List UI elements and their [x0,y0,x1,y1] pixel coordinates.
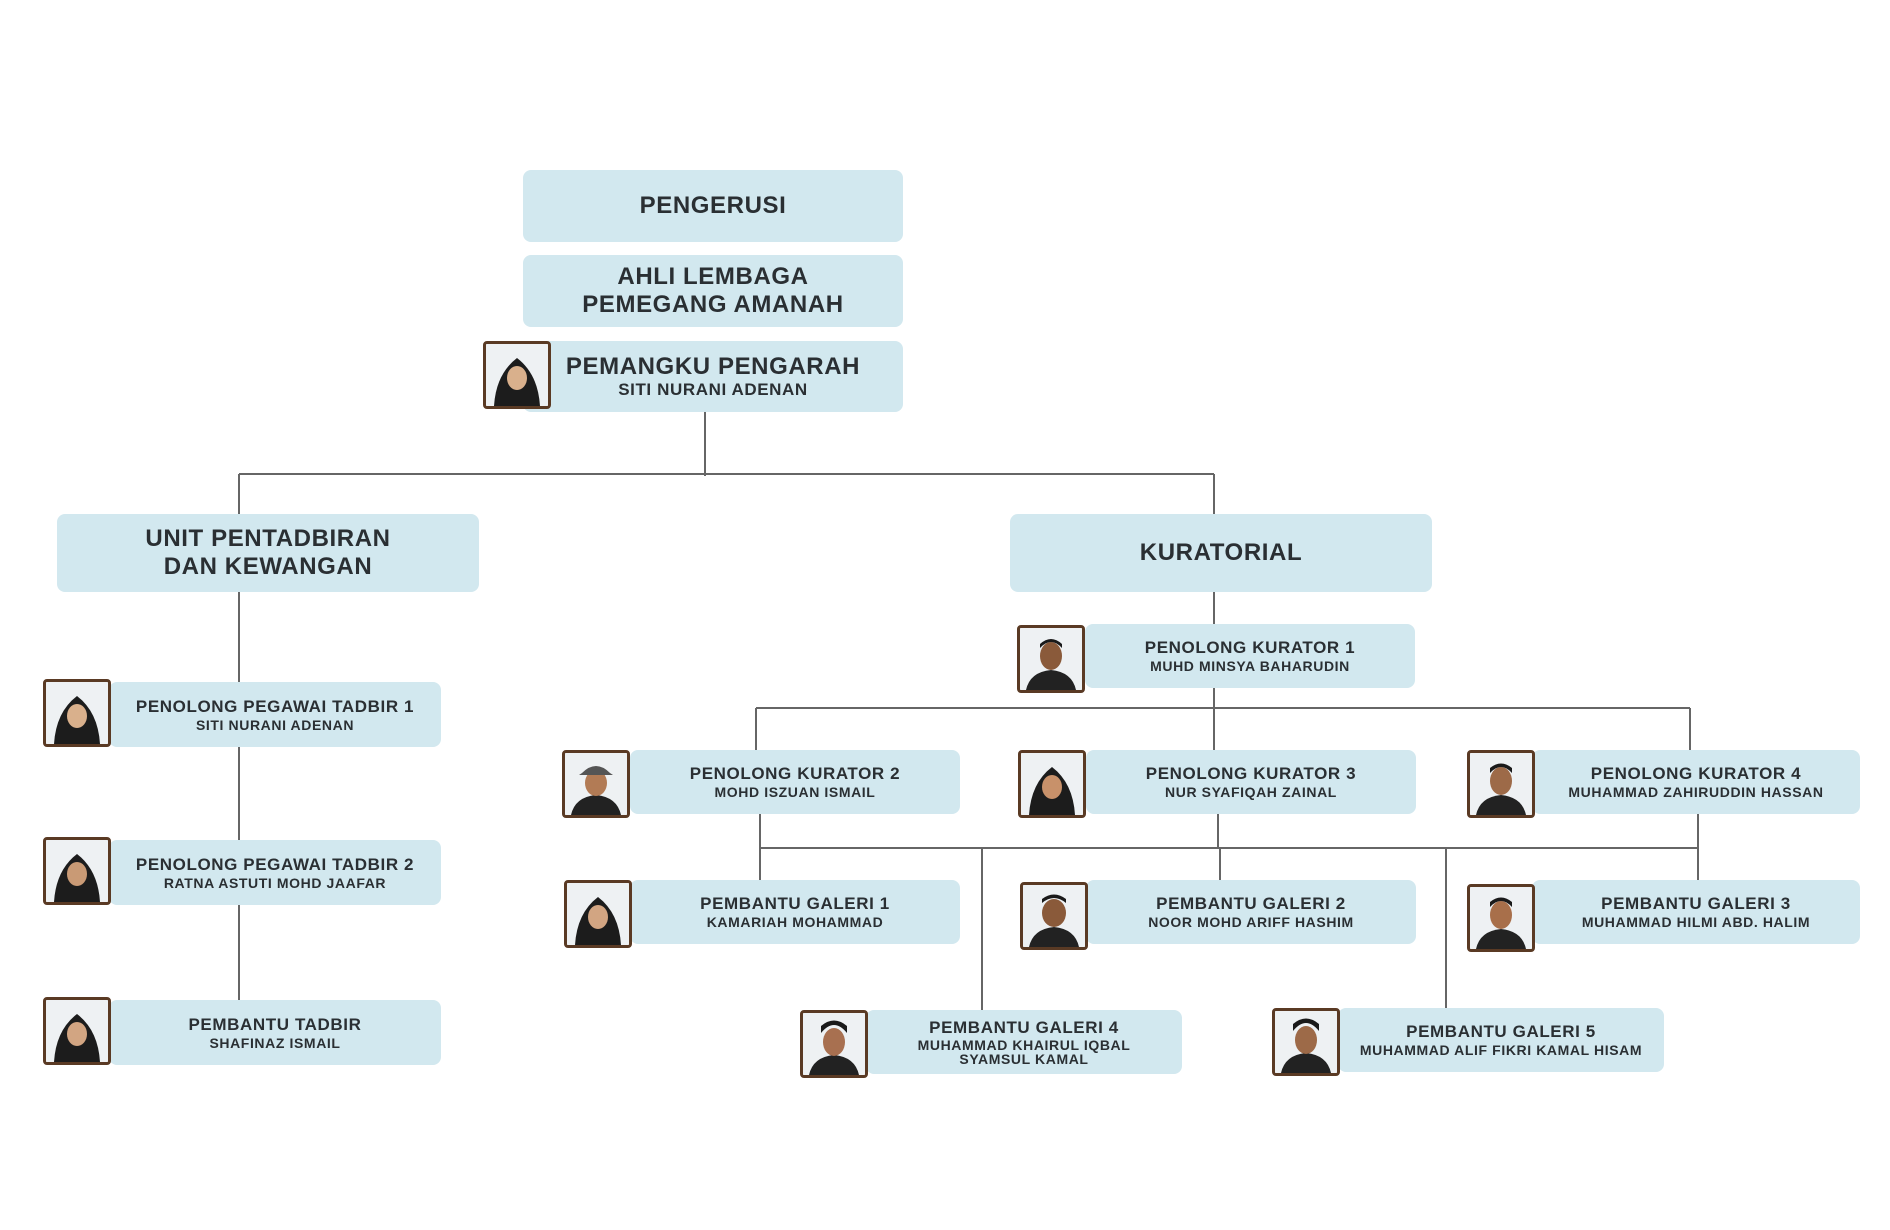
curator-1: PENOLONG KURATOR 1 MUHD MINSYA BAHARUDIN [1085,624,1415,688]
kuratorial-label: KURATORIAL [1139,539,1303,566]
pengerusi-box: PENGERUSI [523,170,903,242]
staff-name: SITI NURANI ADENAN [195,716,355,733]
staff-title: PEMBANTU GALERI 4 [929,1018,1119,1037]
staff-name: MOHD ISZUAN ISMAIL [714,784,876,800]
photo-curator-2 [562,750,630,818]
ahli-lembaga-label: AHLI LEMBAGA PEMEGANG AMANAH [582,263,844,318]
staff-name: MUHD MINSYA BAHARUDIN [1150,658,1350,674]
photo-gallery-1 [564,880,632,948]
admin-staff-2: PENOLONG PEGAWAI TADBIR 2 RATNA ASTUTI M… [109,840,441,905]
gallery-1: PEMBANTU GALERI 1 KAMARIAH MOHAMMAD [630,880,960,944]
photo-gallery-5 [1272,1008,1340,1076]
gallery-3: PEMBANTU GALERI 3 MUHAMMAD HILMI ABD. HA… [1532,880,1860,944]
staff-name: MUHAMMAD ZAHIRUDDIN HASSAN [1568,784,1824,800]
pemangku-pengarah-box: PEMANGKU PENGARAH SITI NURANI ADENAN [523,341,903,412]
curator-4: PENOLONG KURATOR 4 MUHAMMAD ZAHIRUDDIN H… [1532,750,1860,814]
staff-title: PENOLONG KURATOR 1 [1144,638,1356,657]
staff-title: PENOLONG PEGAWAI TADBIR 1 [135,696,415,716]
pengerusi-label: PENGERUSI [639,192,787,219]
staff-name: KAMARIAH MOHAMMAD [706,914,884,930]
photo-gallery-3 [1467,884,1535,952]
unit-pentadbiran-label: UNIT PENTADBIRAN DAN KEWANGAN [145,525,391,580]
photo-curator-4 [1467,750,1535,818]
staff-name: SHAFINAZ ISMAIL [209,1034,341,1051]
gallery-2: PEMBANTU GALERI 2 NOOR MOHD ARIFF HASHIM [1086,880,1416,944]
pemangku-pengarah-name: SITI NURANI ADENAN [618,379,808,399]
photo-pemangku-pengarah [483,341,551,409]
photo-admin-staff-2 [43,837,111,905]
photo-admin-staff-3 [43,997,111,1065]
photo-gallery-4 [800,1010,868,1078]
staff-title: PEMBANTU GALERI 2 [1156,894,1346,913]
kuratorial-box: KURATORIAL [1010,514,1432,592]
staff-name: MUHAMMAD ALIF FIKRI KAMAL HISAM [1359,1042,1643,1058]
curator-3: PENOLONG KURATOR 3 NUR SYAFIQAH ZAINAL [1086,750,1416,814]
staff-name: NUR SYAFIQAH ZAINAL [1165,784,1337,800]
staff-title: PENOLONG PEGAWAI TADBIR 2 [135,854,415,874]
staff-title: PENOLONG KURATOR 4 [1590,764,1802,783]
staff-name: NOOR MOHD ARIFF HASHIM [1148,914,1354,930]
staff-title: PEMBANTU GALERI 1 [700,894,890,913]
photo-gallery-2 [1020,882,1088,950]
pemangku-pengarah-title: PEMANGKU PENGARAH [565,352,861,380]
staff-title: PENOLONG KURATOR 2 [689,764,901,783]
staff-title: PEMBANTU GALERI 3 [1601,894,1791,913]
admin-staff-1: PENOLONG PEGAWAI TADBIR 1 SITI NURANI AD… [109,682,441,747]
photo-curator-1 [1017,625,1085,693]
staff-title: PENOLONG KURATOR 3 [1145,764,1357,783]
staff-title: PEMBANTU GALERI 5 [1406,1022,1596,1041]
staff-name: MUHAMMAD HILMI ABD. HALIM [1581,914,1811,930]
staff-name: RATNA ASTUTI MOHD JAAFAR [163,874,387,891]
ahli-lembaga-box: AHLI LEMBAGA PEMEGANG AMANAH [523,255,903,327]
gallery-4: PEMBANTU GALERI 4 MUHAMMAD KHAIRUL IQBAL… [866,1010,1182,1074]
staff-name: MUHAMMAD KHAIRUL IQBAL SYAMSUL KAMAL [917,1037,1131,1067]
photo-curator-3 [1018,750,1086,818]
staff-title: PEMBANTU TADBIR [188,1014,362,1034]
photo-admin-staff-1 [43,679,111,747]
unit-pentadbiran-box: UNIT PENTADBIRAN DAN KEWANGAN [57,514,479,592]
curator-2: PENOLONG KURATOR 2 MOHD ISZUAN ISMAIL [630,750,960,814]
gallery-5: PEMBANTU GALERI 5 MUHAMMAD ALIF FIKRI KA… [1338,1008,1664,1072]
admin-staff-3: PEMBANTU TADBIR SHAFINAZ ISMAIL [109,1000,441,1065]
